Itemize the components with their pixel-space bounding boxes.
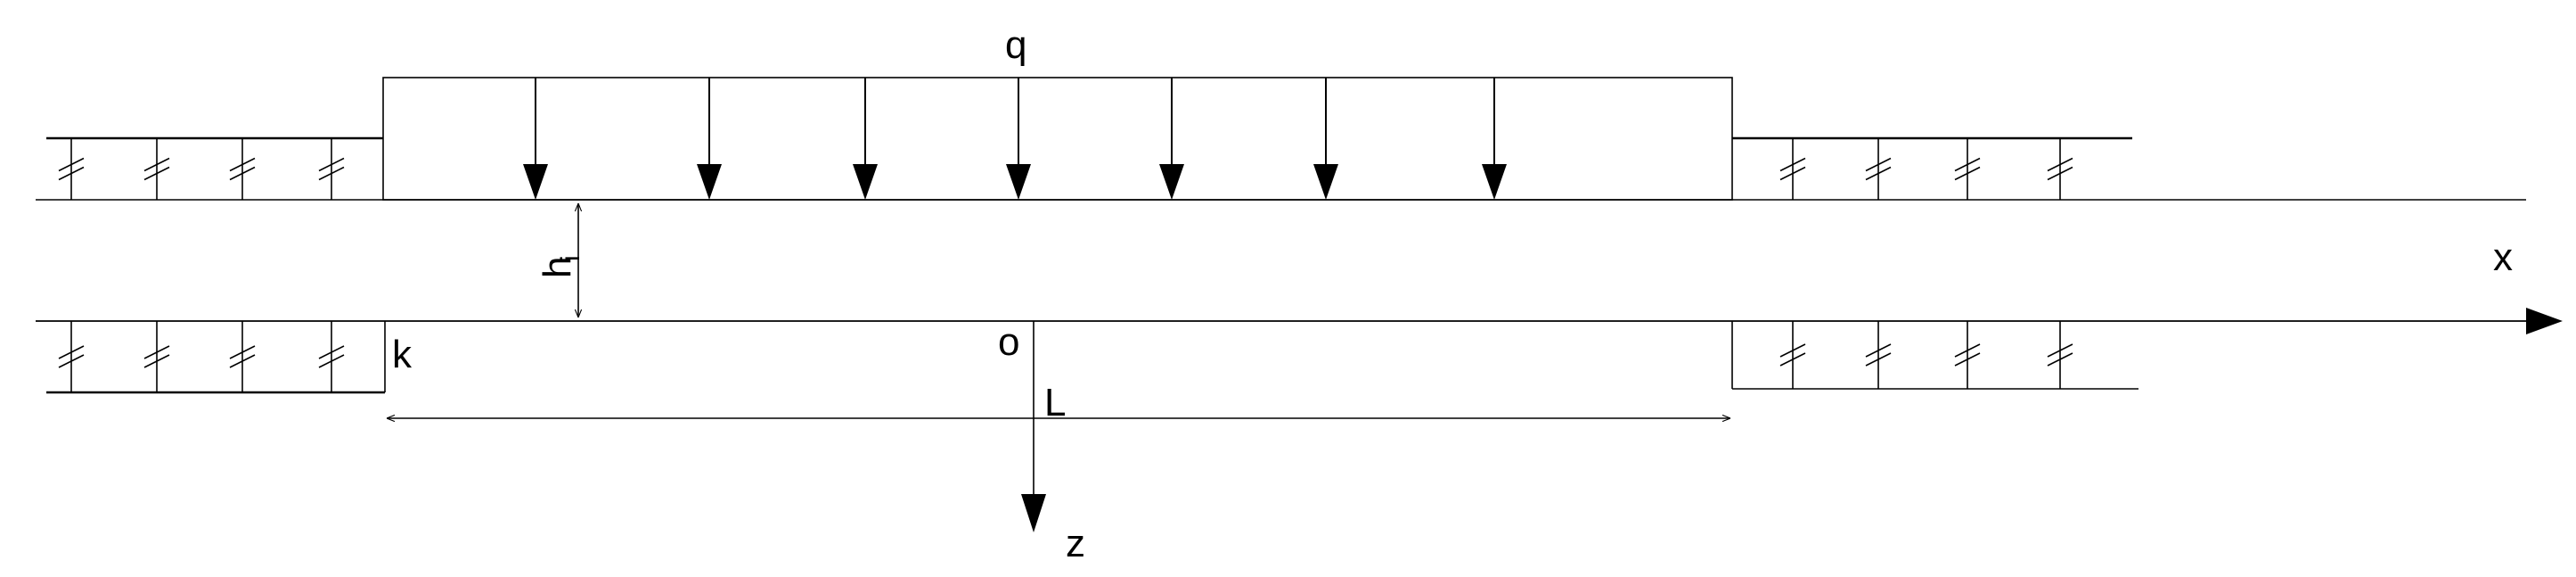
layer xyxy=(36,199,2526,322)
load-arrow xyxy=(853,78,878,200)
load-arrow xyxy=(1313,78,1338,200)
spring-mark xyxy=(1779,138,1806,200)
load-arrow xyxy=(1159,78,1184,200)
load-arrows xyxy=(523,78,1507,200)
load-arrow xyxy=(1482,78,1507,200)
spring-mark xyxy=(58,138,85,200)
spring-mark xyxy=(229,321,256,392)
spring-mark xyxy=(1865,321,1892,389)
spring-mark xyxy=(143,321,170,392)
spring-mark xyxy=(1954,321,1981,389)
x-axis-label: x xyxy=(2493,235,2513,279)
thickness-dimension: h i xyxy=(536,203,585,317)
x-axis-arrowhead xyxy=(2526,308,2563,334)
spring-mark xyxy=(58,321,85,392)
origin-label: o xyxy=(998,320,1019,364)
load-arrow xyxy=(523,78,548,200)
distributed-load xyxy=(382,77,1733,201)
axes xyxy=(36,308,2563,532)
thickness-label: h xyxy=(536,257,579,278)
left-foundation xyxy=(46,136,386,394)
right-foundation xyxy=(1731,136,2138,390)
load-block xyxy=(382,77,1733,201)
spring-mark xyxy=(143,138,170,200)
spring-mark xyxy=(1954,138,1981,200)
spring-mark xyxy=(2047,321,2073,389)
z-axis-arrowhead xyxy=(1021,494,1046,532)
spring-mark xyxy=(229,138,256,200)
spring-mark xyxy=(318,138,345,200)
load-arrow xyxy=(1006,78,1031,200)
left-end-label: k xyxy=(392,333,413,376)
spring-mark xyxy=(2047,138,2073,200)
length-label: L xyxy=(1044,381,1066,425)
load-label: q xyxy=(1005,23,1026,67)
spring-mark xyxy=(1779,321,1806,389)
right-springs xyxy=(1779,138,2073,389)
spring-mark xyxy=(1865,138,1892,200)
z-axis-label: z xyxy=(1066,522,1085,565)
thickness-subscript: i xyxy=(556,255,585,261)
load-arrow xyxy=(697,78,722,200)
spring-mark xyxy=(318,321,345,392)
left-springs xyxy=(58,138,345,392)
